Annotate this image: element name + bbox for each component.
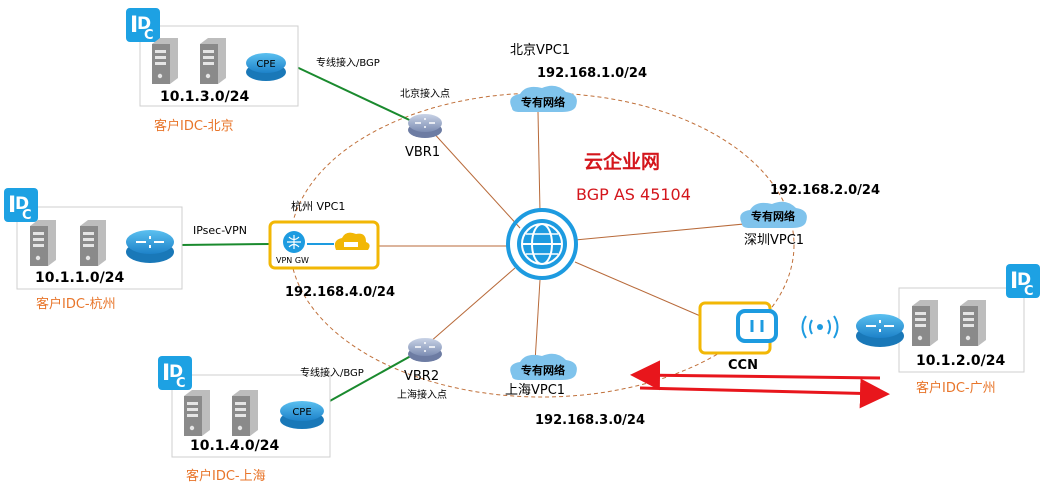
idc-icon xyxy=(4,188,38,223)
cpe-icon xyxy=(280,401,324,421)
vpc-cidr: 192.168.4.0/24 xyxy=(285,285,395,300)
vpc-cidr: 192.168.2.0/24 xyxy=(770,183,880,198)
idc-label: 客户IDC-上海 xyxy=(186,468,266,484)
vpc-cidr: 192.168.3.0/24 xyxy=(535,413,645,428)
vpc-cloud-label: 专有网络 xyxy=(521,363,565,377)
idc-label: 客户IDC-北京 xyxy=(154,118,234,134)
idc-subnet: 10.1.2.0/24 xyxy=(916,353,1006,369)
hub-spokes xyxy=(378,111,766,363)
vpc-name: 杭州 VPC1 xyxy=(291,199,345,213)
idc-label: 客户IDC-杭州 xyxy=(36,296,116,312)
vpc-shenzhen: 192.168.2.0/24 专有网络 深圳VPC1 xyxy=(740,183,880,248)
vpc-hangzhou: 杭州 VPC1 VPN GW 192.168.4.0/24 xyxy=(268,199,395,300)
vpc-cloud-icon xyxy=(740,201,807,228)
vbr-router-icon xyxy=(408,114,442,132)
cpe-icon xyxy=(246,53,286,73)
vpc-shanghai: 专有网络 上海VPC1 192.168.3.0/24 xyxy=(505,353,645,428)
beijing-link-label: 专线接入/BGP xyxy=(316,56,380,69)
hangzhou-link-label: IPsec-VPN xyxy=(193,224,247,237)
vbr1: 北京接入点 VBR1 xyxy=(400,87,450,160)
vpc-cloud-label: 专有网络 xyxy=(751,209,795,223)
vpc-name: 深圳VPC1 xyxy=(744,233,804,248)
vbr-name: VBR1 xyxy=(405,145,440,160)
vbr2: VBR2 上海接入点 xyxy=(397,338,447,401)
vbr-access-label: 上海接入点 xyxy=(397,388,447,401)
shanghai-link-label: 专线接入/BGP xyxy=(300,366,364,379)
vpc-cloud-icon xyxy=(510,85,577,112)
vpc-cloud-icon xyxy=(334,232,370,250)
idc-guangzhou: 10.1.2.0/24 客户IDC-广州 xyxy=(856,264,1040,396)
vpc-cloud-icon xyxy=(510,353,577,380)
cpe-label: CPE xyxy=(256,59,275,70)
vbr-access-label: 北京接入点 xyxy=(400,87,450,100)
idc-hangzhou: 10.1.1.0/24 客户IDC-杭州 xyxy=(4,188,183,312)
vpc-cidr: 192.168.1.0/24 xyxy=(537,66,647,81)
hub-title: 云企业网 xyxy=(584,150,660,173)
vpc-name: 上海VPC1 xyxy=(505,383,565,398)
router-icon xyxy=(856,314,904,338)
idc-label: 客户IDC-广州 xyxy=(916,380,996,396)
idc-beijing: CPE 10.1.3.0/24 客户IDC-北京 xyxy=(126,8,299,134)
ccn-label: CCN xyxy=(728,358,758,373)
vpc-cloud-label: 专有网络 xyxy=(521,95,565,109)
idc-subnet: 10.1.4.0/24 xyxy=(190,438,280,454)
cpe-label: CPE xyxy=(292,407,311,418)
vbr-router-icon xyxy=(408,338,442,356)
ccn-device-icon xyxy=(736,309,778,343)
vpc-name: 北京VPC1 xyxy=(510,43,570,58)
wireless-signal-icon xyxy=(801,315,839,339)
red-arrows xyxy=(630,360,890,409)
hub-asn: BGP AS 45104 xyxy=(576,185,691,204)
vbr-name: VBR2 xyxy=(404,369,439,384)
vpc-beijing: 北京VPC1 192.168.1.0/24 专有网络 xyxy=(510,43,647,112)
idc-icon xyxy=(1006,264,1040,299)
idc-shanghai: CPE 10.1.4.0/24 客户IDC-上海 xyxy=(158,356,331,484)
idc-icon xyxy=(158,356,192,391)
vpn-gw-label: VPN GW xyxy=(276,256,309,265)
idc-subnet: 10.1.3.0/24 xyxy=(160,89,250,105)
router-icon xyxy=(126,230,174,254)
cen-hub: 云企业网 BGP AS 45104 xyxy=(506,150,691,280)
ccn: CCN xyxy=(698,301,839,373)
idc-icon xyxy=(126,8,160,43)
idc-subnet: 10.1.1.0/24 xyxy=(35,270,125,286)
